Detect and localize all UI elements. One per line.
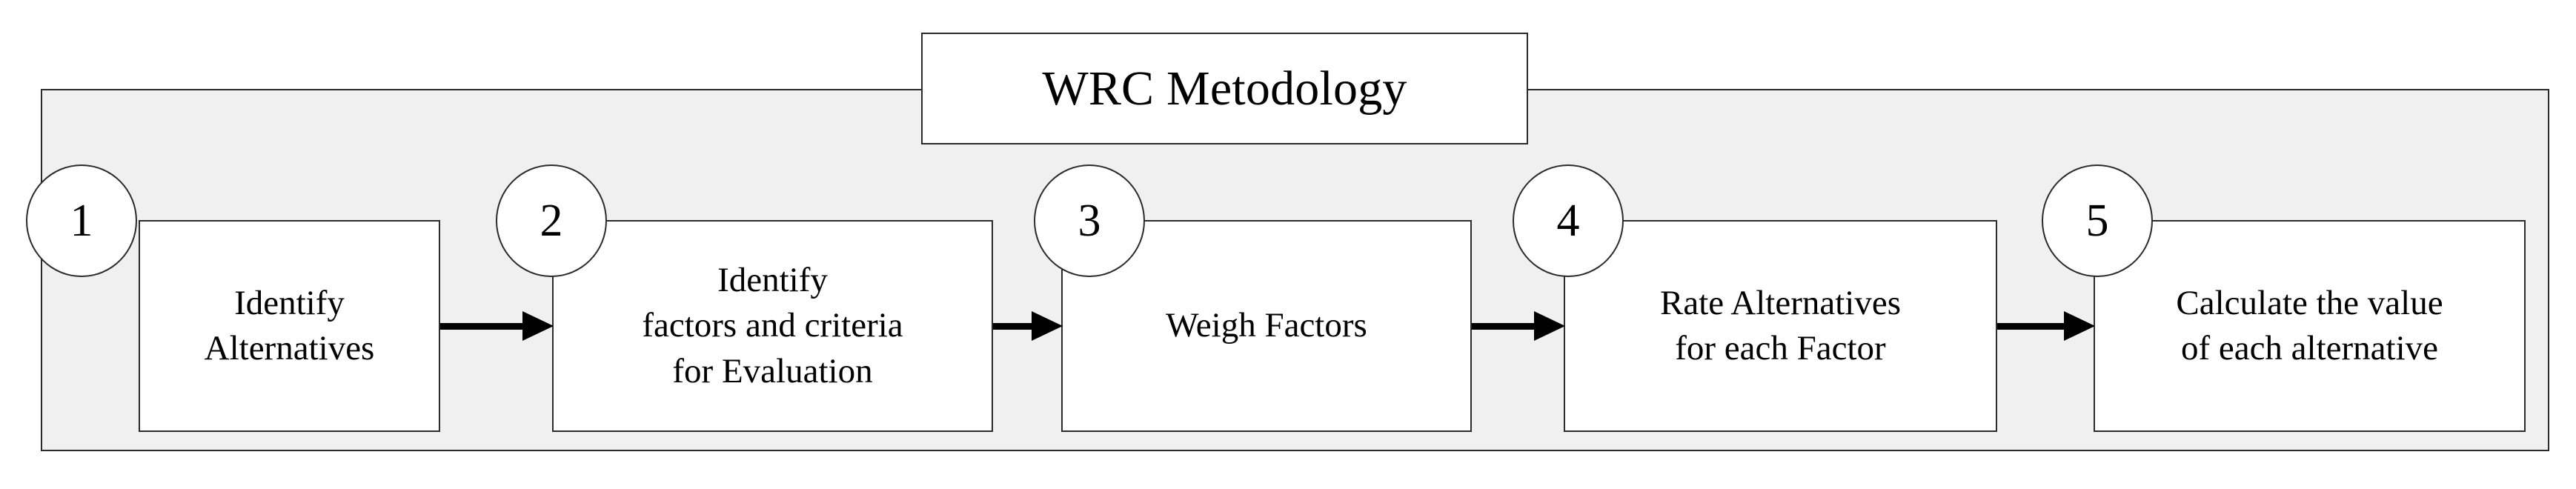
step-box-5-label: Calculate the value of each alternative — [2176, 283, 2443, 367]
step-circle-3[interactable]: 3 — [1034, 164, 1145, 277]
step-box-5[interactable]: Calculate the value of each alternative — [2094, 220, 2526, 432]
step-circle-1[interactable]: 1 — [26, 164, 137, 277]
step-circle-2-number: 2 — [540, 196, 563, 246]
step-circle-4[interactable]: 4 — [1513, 164, 1624, 277]
arrow-step-1-to-2 — [440, 311, 554, 341]
step-circle-4-number: 4 — [1556, 196, 1580, 246]
arrow-head-icon — [2064, 311, 2095, 341]
step-box-2-label: Identify factors and criteria for Evalua… — [642, 261, 903, 390]
arrow-head-icon — [1534, 311, 1565, 341]
step-circle-2[interactable]: 2 — [496, 164, 607, 277]
arrow-shaft — [440, 323, 524, 330]
step-box-2[interactable]: Identify factors and criteria for Evalua… — [552, 220, 993, 432]
step-circle-5-number: 5 — [2085, 196, 2109, 246]
arrow-step-4-to-5 — [1997, 311, 2095, 341]
arrow-shaft — [993, 323, 1033, 330]
arrow-head-icon — [1032, 311, 1063, 341]
step-circle-1-number: 1 — [70, 196, 93, 246]
step-box-4[interactable]: Rate Alternatives for each Factor — [1564, 220, 1997, 432]
step-circle-3-number: 3 — [1078, 196, 1101, 246]
page-title: WRC Metodology — [1042, 61, 1407, 116]
diagram-title-box: WRC Metodology — [921, 33, 1528, 144]
step-box-1[interactable]: Identify Alternatives — [139, 220, 440, 432]
step-box-3-label: Weigh Factors — [1166, 306, 1367, 345]
arrow-step-3-to-4 — [1472, 311, 1565, 341]
arrow-step-2-to-3 — [993, 311, 1063, 341]
arrow-shaft — [1472, 323, 1536, 330]
arrow-head-icon — [522, 311, 554, 341]
step-box-4-label: Rate Alternatives for each Factor — [1660, 283, 1901, 367]
step-box-1-label: Identify Alternatives — [204, 283, 375, 367]
arrow-shaft — [1997, 323, 2065, 330]
step-circle-5[interactable]: 5 — [2042, 164, 2153, 277]
